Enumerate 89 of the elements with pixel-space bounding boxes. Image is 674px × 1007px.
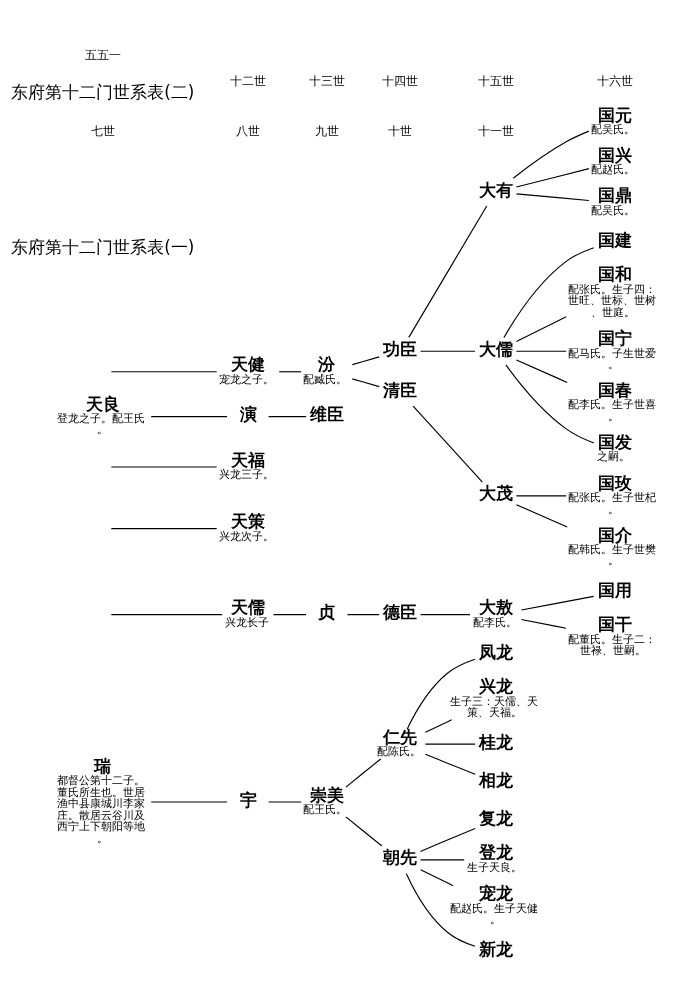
connector: [406, 658, 476, 730]
connector: [515, 316, 567, 342]
connector: [405, 873, 476, 947]
node-text: 宠龙: [479, 883, 514, 904]
node-text: 新龙: [479, 938, 514, 959]
node-text: 国玫: [597, 472, 632, 493]
connector: [412, 405, 483, 483]
label: 十一世: [477, 123, 514, 138]
label: 十五世: [477, 74, 514, 89]
node-text: 国发: [597, 431, 632, 452]
node-text: 国鼎: [597, 185, 632, 206]
connector: [420, 614, 471, 616]
node-text: 国和: [597, 264, 632, 285]
connector: [273, 614, 307, 616]
node-text: 国春: [597, 379, 632, 400]
node-text: 贞: [318, 602, 336, 623]
node-text: 国干: [597, 614, 632, 635]
label: 九世: [314, 123, 339, 138]
connector: [150, 416, 228, 418]
node-text: 国介: [597, 524, 632, 545]
node-text: 功臣: [383, 338, 418, 359]
connector: [515, 193, 590, 202]
connector: [268, 416, 307, 418]
label: 八世: [235, 123, 260, 138]
node-text: 维臣: [309, 404, 344, 425]
connector: [520, 595, 595, 611]
node-text: 仁先: [383, 726, 418, 747]
label: 五五一: [84, 47, 121, 62]
label: 十四世: [381, 74, 418, 89]
label: 七世: [90, 123, 115, 138]
node-text: 瑞: [94, 756, 112, 776]
connector: [420, 859, 465, 861]
node-text: 宇: [239, 789, 257, 810]
node-text: 汾: [318, 354, 336, 375]
connector: [345, 758, 382, 788]
node-text: 国兴: [597, 144, 632, 165]
connector: [110, 528, 218, 530]
connector: [346, 614, 380, 616]
node-text: 国建: [597, 229, 632, 250]
label: 十六世: [596, 74, 633, 89]
node-text: 桂龙: [479, 731, 514, 752]
connector: [110, 614, 223, 616]
connector: [503, 247, 595, 339]
node-text: 相龙: [479, 769, 514, 790]
connector: [278, 371, 302, 373]
connector: [351, 356, 380, 366]
label: 东府第十二门世系表(二): [11, 82, 195, 103]
connector: [424, 719, 453, 733]
node-text: 演: [239, 404, 257, 425]
node-text: 大敖: [479, 597, 514, 618]
label: 十世: [387, 123, 412, 138]
label: 十二世: [229, 74, 266, 89]
node-text: 复龙: [479, 807, 514, 828]
node-text: 清臣: [383, 379, 418, 400]
label: 十三世: [308, 74, 345, 89]
node-text: 天良: [86, 393, 121, 414]
connector: [512, 130, 590, 179]
node-text: 大茂: [479, 483, 514, 504]
connector: [515, 350, 567, 352]
node-text: 天健: [231, 354, 266, 375]
node-text: 国用: [597, 580, 632, 601]
node-text: 兴龙: [479, 676, 514, 697]
connector: [505, 364, 595, 444]
connector: [424, 753, 476, 775]
connector: [351, 378, 380, 388]
connector: [110, 371, 218, 373]
node-text: 国元: [597, 104, 632, 125]
connector: [515, 504, 568, 528]
connector: [520, 618, 567, 629]
connector: [420, 869, 454, 887]
connector: [345, 816, 383, 847]
node-text: 登龙: [479, 842, 514, 863]
node-text: 朝先: [383, 847, 418, 868]
connector: [424, 743, 476, 745]
node-text: 崇美: [309, 784, 344, 805]
node-text: 天策: [231, 511, 266, 532]
node-text: 国宁: [597, 328, 632, 349]
connector: [408, 205, 488, 338]
node-text: 大有: [479, 179, 514, 200]
node-text: 凤龙: [479, 641, 514, 662]
node-text: 天儒: [231, 597, 266, 618]
connector: [419, 827, 476, 853]
connector: [515, 168, 590, 188]
connector: [515, 359, 568, 383]
label: 东府第十二门世系表(一): [11, 236, 195, 257]
node-text: 德臣: [383, 602, 418, 623]
connector: [515, 495, 567, 497]
node-text: 大儒: [479, 338, 514, 359]
connector: [420, 350, 476, 352]
